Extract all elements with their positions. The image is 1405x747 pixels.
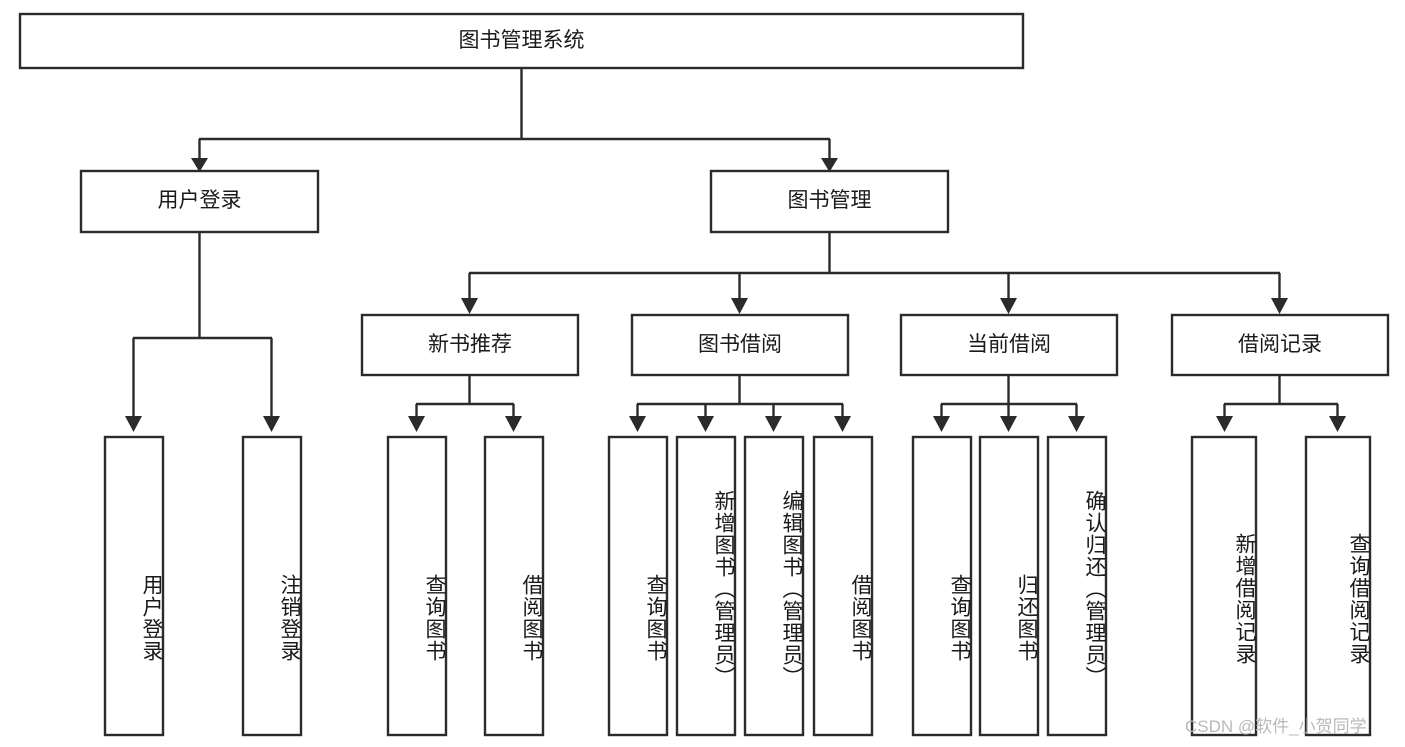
node-box-root[interactable] — [18, 12, 1025, 70]
node-box-new-book-recommend[interactable] — [360, 313, 580, 377]
node-box-borrow-record[interactable] — [1170, 313, 1390, 377]
node-box-current-borrow[interactable] — [899, 313, 1119, 377]
arrow-cb-l1 — [933, 416, 950, 432]
arrow-nbr-l2 — [505, 416, 522, 432]
node-box-leaf-add-record[interactable] — [1190, 435, 1258, 737]
node-box-leaf-edit-book[interactable] — [743, 435, 805, 737]
node-box-leaf-confirm-return[interactable] — [1046, 435, 1108, 737]
node-box-leaf-query-record[interactable] — [1304, 435, 1372, 737]
node-box-leaf-return-book[interactable] — [978, 435, 1040, 737]
connector-layer — [125, 68, 1346, 432]
node-box-leaf-user-logout[interactable] — [241, 435, 303, 737]
arrow-cb-l3 — [1068, 416, 1085, 432]
node-box-book-borrow[interactable] — [630, 313, 850, 377]
arrow-to-user-login — [191, 158, 208, 172]
arrow-nbr-l1 — [408, 416, 425, 432]
arrow-bb-l1 — [629, 416, 646, 432]
arrow-br-l2 — [1329, 416, 1346, 432]
arrow-to-book-manage — [821, 158, 838, 172]
arrow-ul-leaf1 — [125, 416, 142, 432]
arrow-bb-l4 — [834, 416, 851, 432]
node-box-user-login[interactable] — [79, 169, 320, 234]
arrow-cb-l2 — [1000, 416, 1017, 432]
arrow-bm-c4 — [1271, 298, 1288, 314]
node-box-leaf-borrow-book-2[interactable] — [812, 435, 874, 737]
node-box-leaf-query-book-1[interactable] — [386, 435, 448, 737]
arrow-bm-c3 — [1000, 298, 1017, 314]
node-box-book-manage[interactable] — [709, 169, 950, 234]
arrow-bb-l2 — [697, 416, 714, 432]
arrow-bm-c1 — [461, 298, 478, 314]
arrow-bm-c2 — [731, 298, 748, 314]
node-box-leaf-borrow-book-1[interactable] — [483, 435, 545, 737]
arrow-br-l1 — [1216, 416, 1233, 432]
node-box-leaf-query-book-2[interactable] — [607, 435, 669, 737]
arrow-ul-leaf2 — [263, 416, 280, 432]
node-box-layer — [18, 12, 1390, 737]
arrow-bb-l3 — [765, 416, 782, 432]
node-box-leaf-query-book-3[interactable] — [911, 435, 973, 737]
node-box-leaf-add-book[interactable] — [675, 435, 737, 737]
node-box-leaf-user-login[interactable] — [103, 435, 165, 737]
